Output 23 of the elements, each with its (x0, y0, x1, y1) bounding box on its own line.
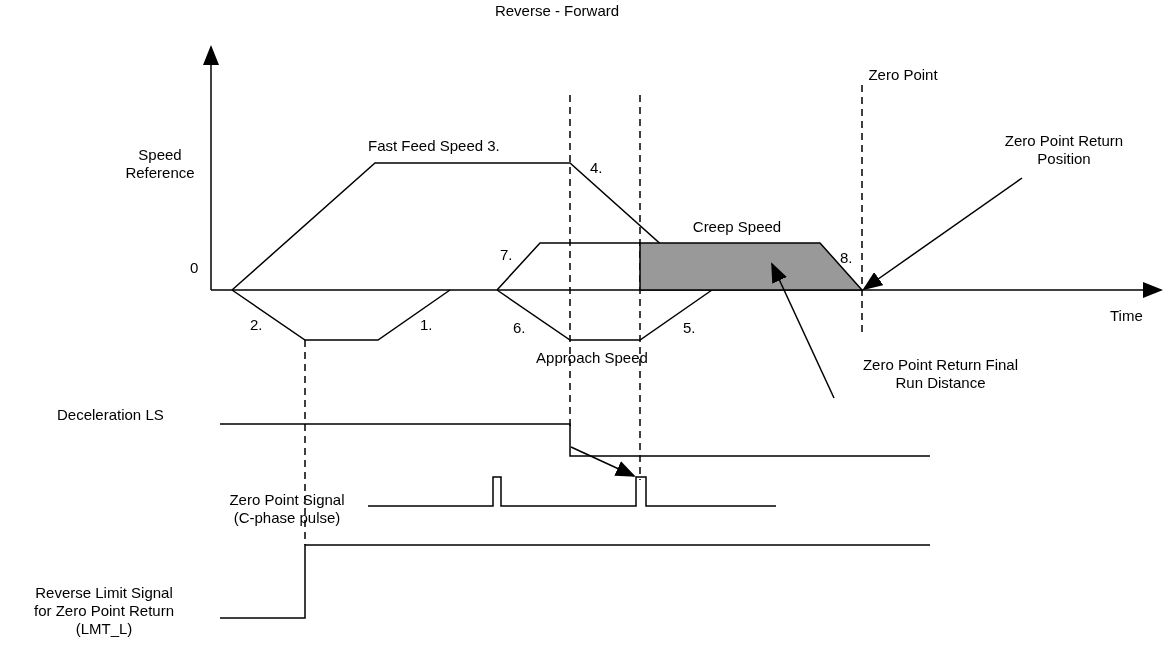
axis-label: Time (1110, 307, 1144, 325)
speed-label: Approach Speed (535, 349, 649, 367)
diagram-title: Reverse - Forward (493, 2, 621, 20)
speed-label: Creep Speed (691, 218, 783, 236)
step-number: 1. (420, 316, 434, 334)
signal-name: Zero Point Signal (C-phase pulse) (228, 491, 346, 527)
step-number: 2. (250, 316, 264, 334)
step-number: 7. (500, 246, 514, 264)
signal-name: Reverse Limit Signal for Zero Point Return (LMT_L) (32, 584, 176, 638)
shaded-area (640, 243, 863, 291)
leader-line (771, 262, 835, 399)
step-number: 4. (590, 159, 604, 177)
leader-line (862, 177, 1023, 291)
signal-name: Deceleration LS (57, 406, 165, 424)
axis-label: 0 (190, 259, 200, 277)
callout-text: Zero Point Return Final Run Distance (848, 356, 1033, 392)
step-number: 6. (513, 319, 527, 337)
speed-label: Fast Feed Speed 3. (368, 137, 501, 155)
callout-text: Zero Point Return Position (998, 132, 1130, 168)
marker-label: Zero Point (867, 66, 939, 84)
axis-label: Speed Reference (124, 146, 196, 182)
step-number: 8. (840, 249, 854, 267)
step-number: 5. (683, 319, 697, 337)
